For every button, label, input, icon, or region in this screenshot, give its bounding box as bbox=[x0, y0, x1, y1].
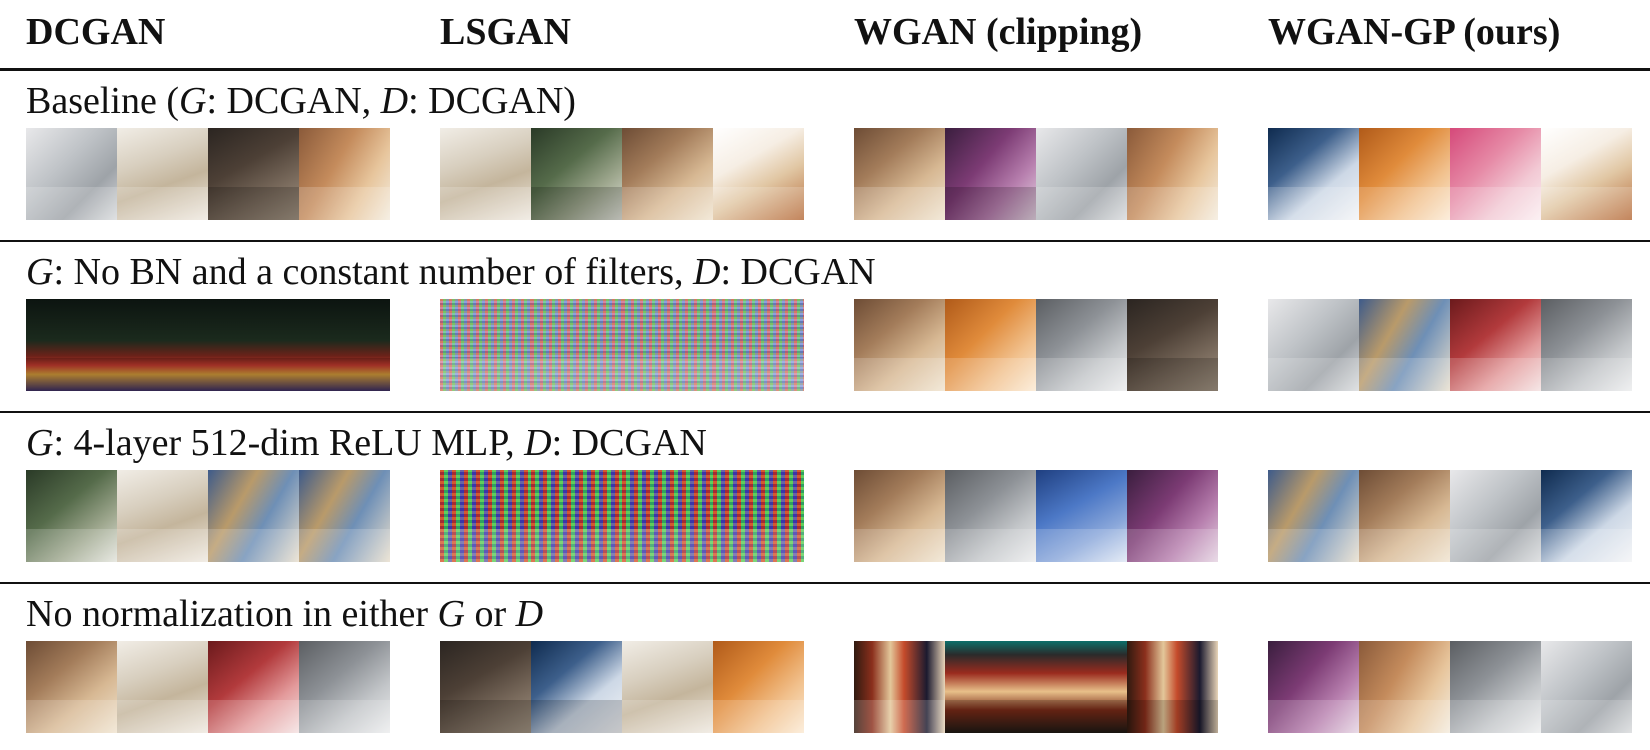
column-header-wgan-gp: WGAN-GP (ours) bbox=[1268, 11, 1561, 53]
sample-group-wgan-gp bbox=[1268, 641, 1632, 733]
sample-image bbox=[208, 299, 299, 391]
column-header-lsgan: LSGAN bbox=[440, 11, 571, 53]
sample-image bbox=[299, 128, 390, 220]
sample-image bbox=[622, 128, 713, 220]
sample-image bbox=[1127, 470, 1218, 562]
sample-image bbox=[1127, 299, 1218, 391]
sample-image bbox=[854, 128, 945, 220]
sample-image bbox=[299, 641, 390, 733]
sample-image bbox=[440, 128, 531, 220]
sample-image bbox=[1359, 470, 1450, 562]
row-no-bn: G: No BN and a constant number of filter… bbox=[0, 246, 1650, 406]
row-title: G: 4-layer 512-dim ReLU MLP, D: DCGAN bbox=[26, 422, 707, 464]
sample-image bbox=[1036, 470, 1127, 562]
sample-image bbox=[531, 128, 622, 220]
sample-group-lsgan bbox=[440, 128, 804, 220]
sample-image bbox=[1359, 128, 1450, 220]
sample-image bbox=[945, 470, 1036, 562]
row-divider bbox=[0, 240, 1650, 242]
sample-group-dcgan bbox=[26, 641, 390, 733]
sample-image bbox=[531, 641, 622, 733]
sample-image bbox=[1541, 470, 1632, 562]
sample-image bbox=[1268, 128, 1359, 220]
sample-group-wgan-clipping bbox=[854, 128, 1218, 220]
sample-image bbox=[117, 470, 208, 562]
sample-image bbox=[531, 299, 622, 391]
sample-group-wgan-clipping bbox=[854, 299, 1218, 391]
row-title: G: No BN and a constant number of filter… bbox=[26, 251, 876, 293]
column-header-wgan-clipping: WGAN (clipping) bbox=[854, 11, 1143, 53]
sample-group-dcgan bbox=[26, 128, 390, 220]
sample-image bbox=[854, 470, 945, 562]
sample-image bbox=[622, 470, 713, 562]
sample-image bbox=[26, 470, 117, 562]
sample-image bbox=[713, 641, 804, 733]
sample-image bbox=[1541, 299, 1632, 391]
row-title: Baseline (G: DCGAN, D: DCGAN) bbox=[26, 80, 576, 122]
sample-group-wgan-gp bbox=[1268, 128, 1632, 220]
header-rule bbox=[0, 68, 1650, 71]
sample-image bbox=[713, 128, 804, 220]
sample-image bbox=[713, 470, 804, 562]
row-divider bbox=[0, 582, 1650, 584]
column-header-dcgan: DCGAN bbox=[26, 11, 166, 53]
sample-image bbox=[1450, 641, 1541, 733]
sample-image bbox=[1268, 470, 1359, 562]
sample-group-dcgan bbox=[26, 299, 390, 391]
sample-image bbox=[1359, 641, 1450, 733]
sample-image bbox=[1541, 128, 1632, 220]
sample-image bbox=[531, 470, 622, 562]
sample-image bbox=[26, 641, 117, 733]
sample-group-dcgan bbox=[26, 470, 390, 562]
sample-group-wgan-clipping bbox=[854, 641, 1218, 733]
sample-image bbox=[1450, 128, 1541, 220]
sample-group-lsgan bbox=[440, 470, 804, 562]
sample-image bbox=[622, 641, 713, 733]
sample-group-lsgan bbox=[440, 641, 804, 733]
row-baseline: Baseline (G: DCGAN, D: DCGAN) bbox=[0, 75, 1650, 235]
sample-image bbox=[440, 299, 531, 391]
sample-image bbox=[1127, 641, 1218, 733]
sample-image bbox=[713, 299, 804, 391]
sample-group-wgan-gp bbox=[1268, 299, 1632, 391]
sample-image bbox=[117, 299, 208, 391]
column-header-row: DCGAN LSGAN WGAN (clipping) WGAN-GP (our… bbox=[0, 0, 1650, 68]
row-divider bbox=[0, 411, 1650, 413]
sample-image bbox=[26, 128, 117, 220]
sample-image bbox=[440, 641, 531, 733]
sample-image bbox=[854, 299, 945, 391]
row-title: No normalization in either G or D bbox=[26, 593, 544, 635]
sample-image bbox=[299, 299, 390, 391]
sample-image bbox=[1450, 470, 1541, 562]
row-no-normalization: No normalization in either G or D bbox=[0, 588, 1650, 748]
sample-image bbox=[945, 641, 1036, 733]
sample-image bbox=[854, 641, 945, 733]
sample-image bbox=[1541, 641, 1632, 733]
sample-image bbox=[1268, 641, 1359, 733]
sample-group-wgan-clipping bbox=[854, 470, 1218, 562]
sample-image bbox=[208, 470, 299, 562]
sample-image bbox=[208, 128, 299, 220]
sample-image bbox=[1036, 128, 1127, 220]
sample-image bbox=[299, 470, 390, 562]
row-mlp: G: 4-layer 512-dim ReLU MLP, D: DCGAN bbox=[0, 417, 1650, 577]
sample-image bbox=[945, 128, 1036, 220]
sample-group-wgan-gp bbox=[1268, 470, 1632, 562]
sample-image bbox=[117, 128, 208, 220]
sample-image bbox=[208, 641, 299, 733]
sample-image bbox=[117, 641, 208, 733]
sample-image bbox=[622, 299, 713, 391]
sample-image bbox=[1127, 128, 1218, 220]
sample-image bbox=[1268, 299, 1359, 391]
sample-image bbox=[1359, 299, 1450, 391]
sample-image bbox=[1036, 641, 1127, 733]
sample-image bbox=[1036, 299, 1127, 391]
sample-image bbox=[945, 299, 1036, 391]
sample-image bbox=[26, 299, 117, 391]
sample-group-lsgan bbox=[440, 299, 804, 391]
sample-image bbox=[440, 470, 531, 562]
sample-image bbox=[1450, 299, 1541, 391]
